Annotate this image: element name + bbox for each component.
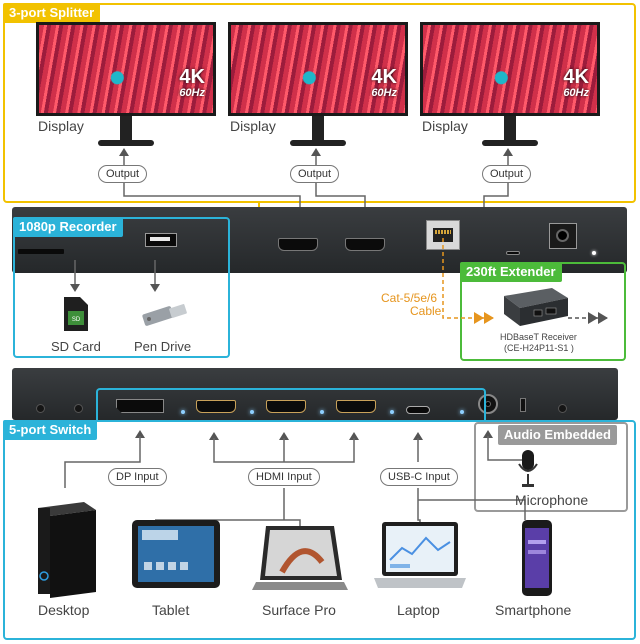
- sd-card-slot: [18, 249, 64, 254]
- sd-card-icon: SD: [64, 297, 88, 331]
- displayport-input-port: [116, 399, 164, 413]
- input-led: [460, 410, 464, 414]
- resolution-badge: 4K 60Hz: [371, 66, 397, 99]
- input-led: [390, 410, 394, 414]
- display-label: Display: [38, 118, 84, 134]
- display-label: Display: [230, 118, 276, 134]
- hdmi-input-port-2: [266, 400, 306, 413]
- recorder-tag: 1080p Recorder: [13, 217, 123, 237]
- receiver-name: HDBaseT Receiver: [500, 332, 577, 342]
- service-port: [506, 251, 520, 255]
- splitter-frame: [3, 3, 636, 203]
- pen-drive-label: Pen Drive: [134, 339, 192, 354]
- display-1: 4K 60Hz Display: [36, 22, 216, 152]
- mount-screw: [36, 404, 45, 413]
- hdbaset-receiver-icon: [504, 288, 568, 326]
- source-label-smartphone: Smartphone: [495, 602, 572, 618]
- inputs-highlight: [96, 388, 486, 420]
- switch-frame: [3, 420, 636, 640]
- input-led: [250, 410, 254, 414]
- hdmi-input-port-3: [336, 400, 376, 413]
- surface-pro-icon: [252, 526, 348, 590]
- resolution-badge: 4K 60Hz: [563, 66, 589, 99]
- display-screen: 4K 60Hz: [420, 22, 600, 116]
- source-label-desktop: Desktop: [38, 602, 90, 618]
- output-connectors: [119, 148, 513, 240]
- usb-a-port: [145, 233, 177, 247]
- switch-device-front: [12, 368, 618, 420]
- dp-input-pill: DP Input: [108, 468, 167, 486]
- tablet-icon: [132, 520, 220, 588]
- sd-card-label: SD Card: [51, 339, 101, 354]
- splitter-tag: 3-port Splitter: [3, 3, 101, 23]
- cable-label-line1: Cat-5/5e/6: [381, 291, 438, 305]
- power-led: [592, 251, 596, 255]
- microphone-icon: [518, 450, 538, 487]
- recorder-connectors: [70, 260, 160, 292]
- svg-text:SD: SD: [72, 317, 81, 323]
- source-label-surface-pro: Surface Pro: [262, 602, 336, 618]
- display-screen: 4K 60Hz: [36, 22, 216, 116]
- dc-power-jack: [549, 223, 577, 249]
- cable-label-line2: Cable: [410, 304, 442, 318]
- usb-c-input-port: [406, 406, 430, 414]
- laptop-icon: [374, 522, 466, 588]
- audio-frame: [474, 422, 628, 512]
- receiver-model: (CE-H24P11-S1 ): [504, 343, 574, 353]
- display-label: Display: [422, 118, 468, 134]
- resolution-badge: 4K 60Hz: [179, 66, 205, 99]
- microphone-label: Microphone: [515, 492, 589, 508]
- display-3: 4K 60Hz Display: [420, 22, 600, 152]
- hdmi-output-port-1: [278, 238, 318, 251]
- mount-screw: [74, 404, 83, 413]
- toggle-switch: [520, 398, 526, 412]
- display-screen: 4K 60Hz: [228, 22, 408, 116]
- smartphone-icon: [522, 520, 552, 596]
- source-label-tablet: Tablet: [152, 602, 190, 618]
- source-label-laptop: Laptop: [397, 602, 440, 618]
- display-2: 4K 60Hz Display: [228, 22, 408, 152]
- hdmi-input-pill: HDMI Input: [248, 468, 320, 486]
- audio-tag: Audio Embedded: [498, 425, 617, 445]
- extender-tag: 230ft Extender: [460, 262, 562, 282]
- audio-jack: [478, 394, 498, 414]
- output-pill-1: Output: [98, 165, 148, 183]
- output-pill-2: Output: [290, 165, 340, 183]
- switch-tag: 5-port Switch: [3, 420, 98, 440]
- input-led: [320, 410, 324, 414]
- cat-cable: [442, 238, 610, 324]
- hdmi-input-port-1: [196, 400, 236, 413]
- hdmi-output-port-2: [345, 238, 385, 251]
- output-pill-3: Output: [482, 165, 532, 183]
- input-led: [181, 410, 185, 414]
- pen-drive-icon: [142, 304, 187, 326]
- mount-screw: [558, 404, 567, 413]
- usbc-input-pill: USB-C Input: [380, 468, 458, 486]
- desktop-icon: [38, 502, 96, 598]
